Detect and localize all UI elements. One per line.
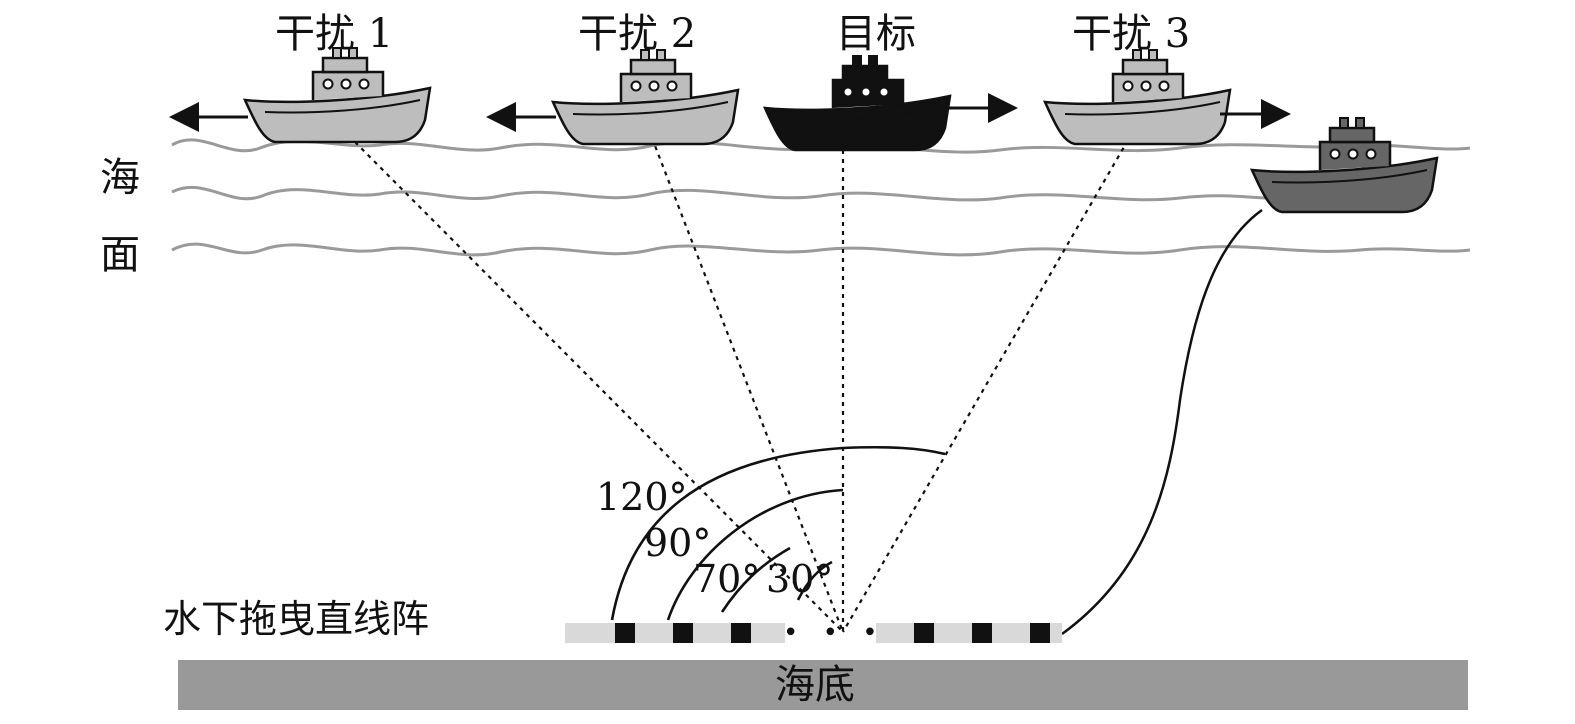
label-interference-3: 干扰 3 (1072, 11, 1191, 57)
ship-icon (763, 54, 952, 152)
bearing-lines (354, 137, 1129, 633)
sea-surface (171, 138, 1471, 257)
arc-90 (666, 488, 844, 621)
hydrophone (731, 623, 751, 643)
label-interference-2: 干扰 2 (578, 11, 697, 57)
hydrophone (615, 623, 635, 643)
label-sea-surface-top: 海 (100, 155, 140, 201)
angle-arcs (610, 445, 946, 621)
array-gap-marker: • • • (783, 618, 886, 648)
ship-icon (1250, 116, 1439, 214)
ship-icon (1043, 48, 1232, 146)
seabed-bar (178, 660, 1468, 710)
label-angle-120: 120° (596, 475, 688, 519)
ship-icon (551, 48, 740, 146)
label-angle-70: 70° (693, 557, 761, 601)
motion-arrows (169, 93, 1291, 132)
towed-line-array (565, 623, 1062, 643)
bearing-line-interference-3 (842, 139, 1129, 633)
hydrophone (673, 623, 693, 643)
arc-30 (796, 560, 833, 601)
label-seabed: 海底 (775, 662, 855, 708)
ship-icon (243, 46, 432, 144)
label-towed-array: 水下拖曳直线阵 (163, 597, 430, 641)
hydrophone (914, 623, 934, 643)
wave-line-1 (171, 138, 1471, 154)
arc-120 (610, 445, 946, 621)
label-angle-90: 90° (644, 521, 712, 565)
hydrophone (1030, 623, 1050, 643)
arc-70 (720, 546, 791, 613)
label-target: 目标 (836, 11, 916, 57)
label-angle-30: 30° (766, 557, 834, 601)
bearing-line-interference-2 (650, 137, 845, 633)
wave-line-3 (171, 242, 1471, 257)
label-interference-1: 干扰 1 (275, 11, 394, 57)
hydrophone (972, 623, 992, 643)
tow-cable (1061, 208, 1263, 636)
bearing-line-interference-1 (354, 141, 844, 633)
wave-line-2 (171, 185, 1281, 202)
label-sea-surface-bottom: 面 (100, 232, 140, 278)
